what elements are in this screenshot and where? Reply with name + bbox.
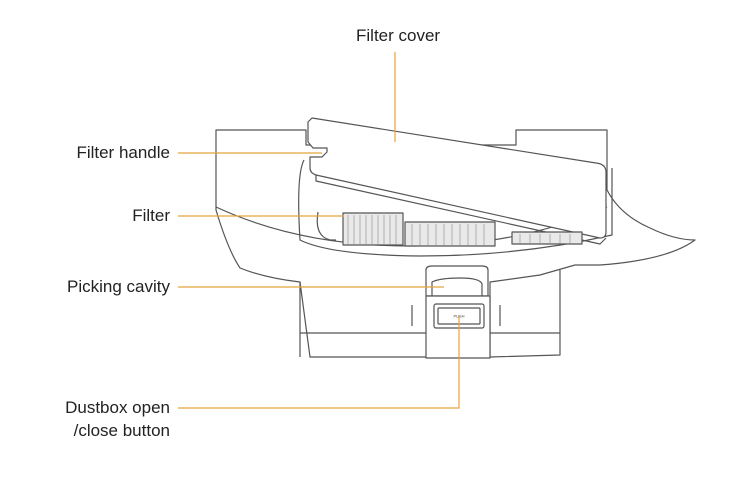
dustbox-outline (215, 117, 696, 359)
filter-pleats (342, 212, 404, 246)
label-filter-cover: Filter cover (356, 26, 441, 45)
filter-pleats (404, 221, 496, 247)
filter-handle-tab (316, 211, 336, 241)
label-dustbox-button-line1: Dustbox open (65, 398, 170, 417)
callout-line-dustbox-button (178, 316, 460, 409)
picking-cavity-shape (425, 265, 489, 297)
picking-cavity-inner (431, 277, 483, 296)
label-filter-handle: Filter handle (76, 143, 170, 162)
filter-cover-plate (307, 117, 607, 239)
dustbox-body (215, 129, 696, 358)
label-filter: Filter (132, 206, 170, 225)
callout-lines (178, 52, 460, 409)
filter-cavity (298, 159, 613, 257)
filter-pleat-lines (347, 215, 571, 245)
label-dustbox-button-line2: /close button (73, 421, 170, 440)
filter-pleats (511, 231, 583, 245)
filter-cover-edge (315, 175, 607, 245)
label-picking-cavity: Picking cavity (67, 277, 170, 296)
front-base (299, 270, 561, 358)
side-slots (411, 305, 501, 326)
